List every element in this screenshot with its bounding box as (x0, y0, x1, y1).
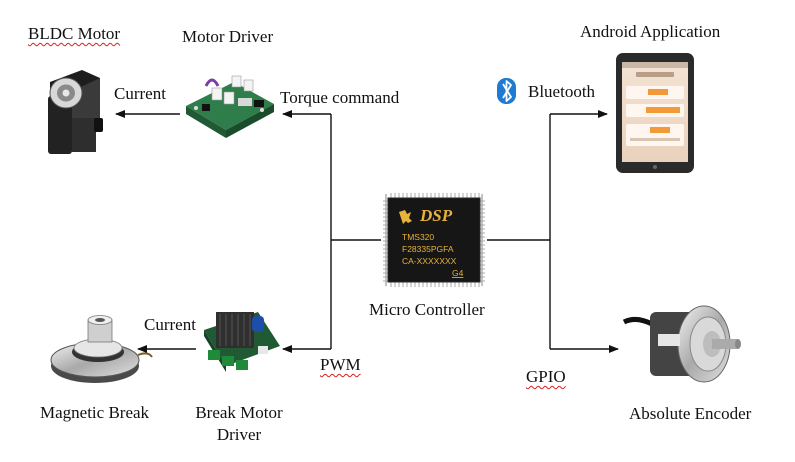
magnetic-break-label: Magnetic Break (40, 403, 150, 422)
current-bottom-label: Current (144, 315, 196, 334)
android-application-label: Android Application (580, 22, 721, 41)
torque-command-label: Torque command (280, 88, 400, 107)
dsp-chip-icon: DSP TMS320 F28335PGFA CA-XXXXXXX G4 (383, 193, 485, 287)
break-driver-line-1: Break Motor (195, 403, 283, 422)
chip-brand: DSP (419, 206, 453, 225)
magnetic-brake-icon (50, 315, 153, 383)
bluetooth-label: Bluetooth (528, 82, 596, 101)
tablet-icon (616, 53, 694, 173)
rotary-encoder-icon (622, 305, 741, 383)
brake-driver-board-icon (204, 312, 280, 372)
absolute-encoder-label: Absolute Encoder (629, 404, 752, 423)
motor-driver-board-icon (186, 75, 274, 138)
chip-line-3: CA-XXXXXXX (402, 256, 457, 266)
micro-controller-label: Micro Controller (369, 300, 485, 319)
bldc-motor-icon (48, 70, 103, 154)
connector-lines (115, 110, 619, 353)
chip-line-4: G4 (452, 268, 464, 278)
pwm-label: PWM (320, 355, 361, 374)
gpio-label: GPIO (526, 367, 566, 386)
break-driver-line-2: Driver (216, 425, 262, 444)
chip-line-2: F28335PGFA (402, 244, 454, 254)
bluetooth-icon (497, 78, 516, 104)
break-motor-driver-label: Break Motor Driver (184, 403, 294, 445)
motor-driver-label: Motor Driver (182, 27, 274, 46)
bldc-motor-label: BLDC Motor (28, 24, 121, 43)
current-top-label: Current (114, 84, 166, 103)
chip-line-1: TMS320 (402, 232, 434, 242)
